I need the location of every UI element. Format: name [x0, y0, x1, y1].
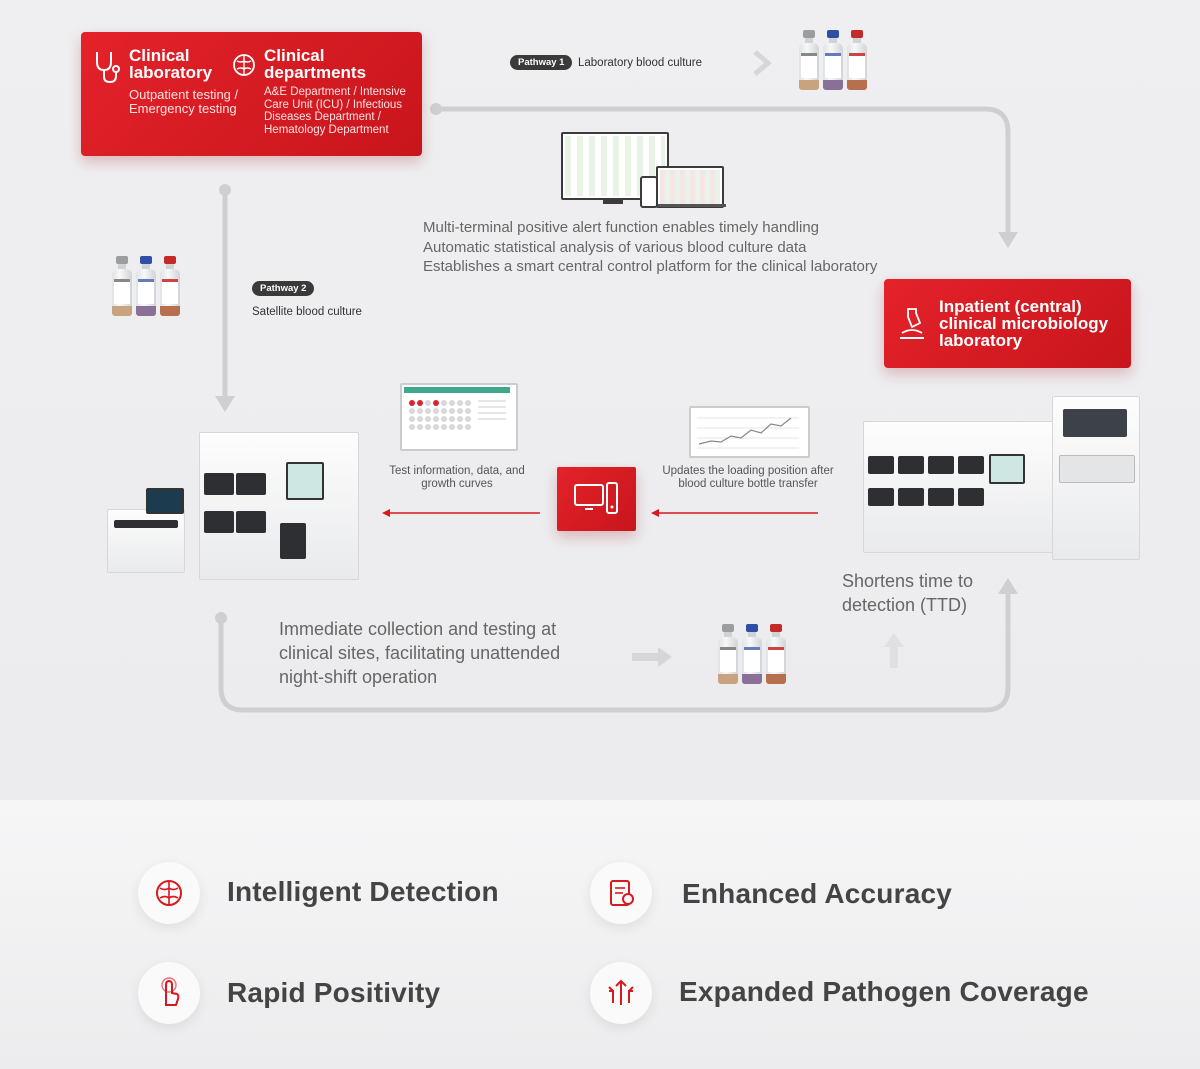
brain-icon	[233, 54, 255, 76]
clinical-dept-title: Clinical departments	[264, 46, 367, 82]
central-features: Multi-terminal positive alert function e…	[423, 218, 893, 277]
small-analyzer-screen	[146, 488, 184, 514]
up-arrowhead-right	[998, 578, 1018, 594]
bottle	[766, 624, 786, 684]
bottle	[847, 30, 867, 90]
inpatient-title: Inpatient (central) clinical microbiolog…	[939, 297, 1109, 350]
computer-icon	[574, 482, 618, 514]
bottle	[136, 256, 156, 316]
feature-line: Multi-terminal positive alert function e…	[423, 219, 820, 236]
monitor-stand	[603, 198, 623, 204]
feature-enhanced-accuracy: Enhanced Accuracy	[682, 878, 953, 909]
feature-rapid-positivity: Rapid Positivity	[227, 977, 441, 1008]
feature-line: Automatic statistical analysis of variou…	[423, 238, 807, 256]
loop-start-dot	[215, 612, 227, 624]
bottle	[823, 30, 843, 90]
immediate-text: Immediate collection and testing at clin…	[279, 619, 561, 687]
down-arrowhead-right	[998, 232, 1018, 248]
right-analyzer-screen	[989, 454, 1025, 484]
touch-icon	[161, 977, 180, 1006]
right-caption: Updates the loading position after blood…	[662, 465, 834, 490]
laptop-base	[650, 204, 726, 207]
feature-line: Establishes a smart central control plat…	[423, 258, 878, 275]
pathway1-start-dot	[430, 103, 442, 115]
bottle	[742, 624, 762, 684]
features-background	[0, 800, 1200, 1069]
clinical-box: Clinical laboratory Outpatient testing /…	[81, 32, 422, 156]
bottom-loop-line	[218, 589, 1011, 713]
bottle	[160, 256, 180, 316]
expanded-coverage-icon-wrap	[590, 962, 652, 1024]
down-arrowhead-left	[215, 396, 235, 412]
clinical-lab-title: Clinical laboratory	[129, 46, 213, 82]
arrows-icon	[608, 979, 634, 1005]
rapid-positivity-icon-wrap	[138, 962, 200, 1024]
pathway1-line	[433, 106, 1011, 235]
intelligent-detection-icon-wrap	[138, 862, 200, 924]
phone	[640, 176, 658, 208]
pathway1-tag: Pathway 1	[510, 55, 573, 70]
pathway1-label: Laboratory blood culture	[578, 57, 703, 69]
enhanced-accuracy-icon-wrap	[590, 862, 652, 924]
growth-curve-screen	[400, 383, 518, 451]
main-analyzer-right	[863, 421, 1055, 553]
clinical-lab-subtitle: Outpatient testing / Emergency testing	[129, 87, 239, 116]
left-caption: Test information, data, and growth curve…	[389, 465, 525, 490]
stethoscope-icon	[96, 52, 120, 84]
bottle	[799, 30, 819, 90]
bottle	[112, 256, 132, 316]
inpatient-box: Inpatient (central) clinical microbiolog…	[884, 279, 1131, 368]
microscope-icon	[900, 308, 924, 339]
central-terminal-box	[557, 467, 636, 531]
feature-expanded-pathogen-coverage: Expanded Pathogen Coverage	[679, 976, 1089, 1007]
loader-unit	[1052, 396, 1140, 560]
small-analyzer	[107, 509, 185, 573]
brain-icon	[156, 880, 182, 906]
feature-intelligent-detection: Intelligent Detection	[227, 876, 499, 907]
bottle	[718, 624, 738, 684]
clinical-dept-subtitle: A&E Department / Intensive Care Unit (IC…	[264, 86, 406, 136]
pathway2-tag: Pathway 2	[252, 281, 315, 296]
loading-position-screen	[689, 406, 810, 458]
main-analyzer-left-screen	[286, 462, 324, 500]
main-analyzer-left	[199, 432, 359, 580]
chevron-arrow-top	[753, 50, 772, 76]
flow-lines	[215, 50, 1018, 713]
pathway2-label: Satellite blood culture	[252, 306, 362, 318]
pathway2-start-dot	[219, 184, 231, 196]
laptop-screen	[656, 166, 724, 208]
shortens-text: Shortens time to detection (TTD)	[842, 571, 974, 615]
report-icon	[610, 880, 634, 906]
